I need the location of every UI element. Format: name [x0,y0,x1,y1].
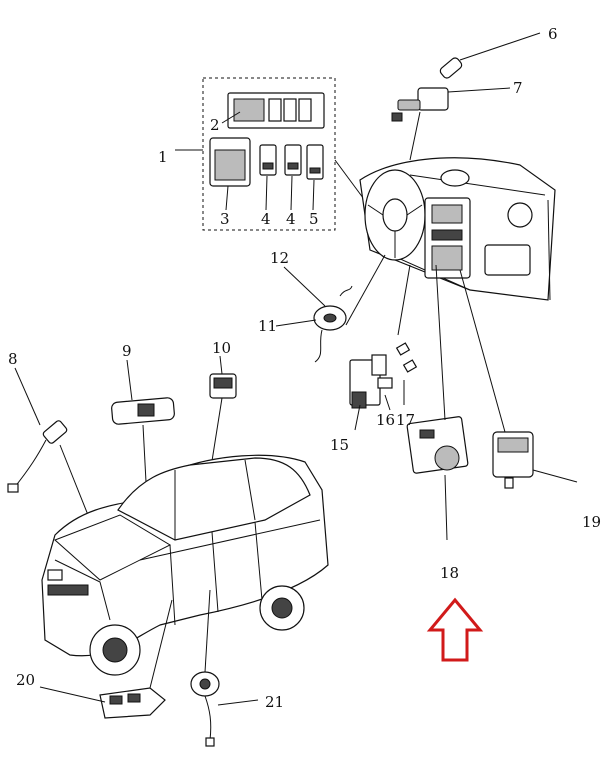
dashboard [359,157,556,301]
callout-18: 18 [440,564,459,582]
highlight-arrow-up-icon [426,597,484,662]
callout-3: 3 [220,210,230,228]
part-5-switch [306,144,324,180]
part-9-switch [111,359,175,521]
callout-7: 7 [513,79,523,97]
callout-17: 17 [396,411,415,429]
callout-10: 10 [212,339,231,357]
callout-12: 12 [270,249,289,267]
switch-group-box [175,77,373,231]
part-17-connector [395,264,418,405]
part-2-switch-panel [227,92,325,129]
callout-6: 6 [548,25,558,43]
part-19-switch [459,269,578,489]
callout-11: 11 [258,317,277,335]
part-4-switch-a [259,144,277,176]
callout-19: 19 [582,513,601,531]
part-21-sensor [190,589,259,747]
callout-16: 16 [376,411,395,429]
part-7-combination-switch [391,87,511,161]
part-18-switch [406,264,469,541]
callout-2: 2 [210,116,220,134]
part-6-bulb [439,32,541,79]
car-illustration [41,454,329,676]
callout-9: 9 [122,342,132,360]
part-16-connector [371,354,393,411]
callout-21: 21 [265,693,284,711]
callout-8: 8 [8,350,18,368]
part-20-switch-panel [39,599,173,719]
callout-5: 5 [309,210,319,228]
callout-4b: 4 [286,210,296,228]
callout-1: 1 [158,148,168,166]
callout-15: 15 [330,436,349,454]
callout-20: 20 [16,671,35,689]
part-11-clock-spring [275,254,386,363]
part-4-switch-b [284,144,302,176]
callout-4a: 4 [261,210,271,228]
part-3-switch [209,137,251,187]
